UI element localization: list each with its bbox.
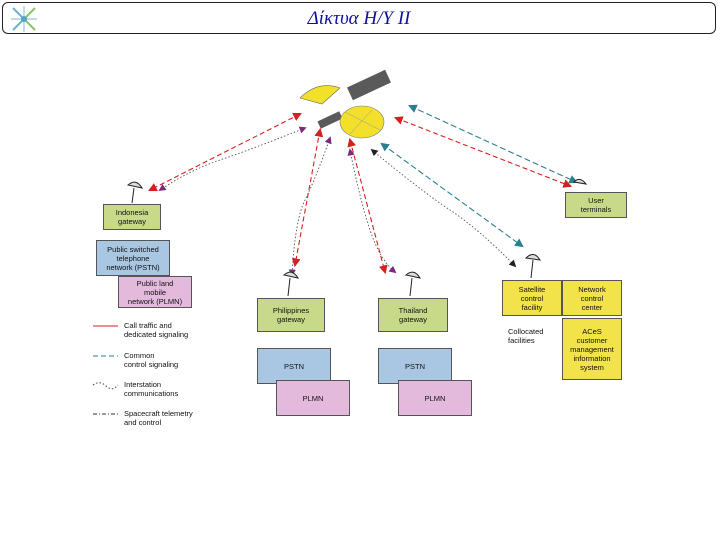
legend-telemetry: Spacecraft telemetry and control (124, 409, 193, 427)
indonesia-pstn: Public switched telephone network (PSTN) (96, 240, 170, 276)
legend-interstation: Interstation communications (124, 380, 179, 398)
thailand-gateway: Thailand gateway (378, 298, 448, 332)
philippines-plmn: PLMN (276, 380, 350, 416)
indonesia-gateway: Indonesia gateway (103, 204, 161, 230)
network-control-center: Network control center (562, 280, 622, 316)
page-title: Δίκτυα Η/Υ ΙΙ (307, 8, 411, 29)
legend-call-traffic: Call traffic and dedicated signaling (124, 321, 189, 339)
star-logo-icon (11, 6, 37, 32)
philippines-gateway: Philippines gateway (257, 298, 325, 332)
slide-header: Δίκτυα Η/Υ ΙΙ (2, 2, 716, 34)
thailand-plmn: PLMN (398, 380, 472, 416)
antenna-icon (126, 178, 588, 297)
legend-common-control: Common control signaling (124, 351, 179, 369)
common-control-links (380, 104, 579, 248)
indonesia-plmn: Public land mobile network (PLMN) (118, 276, 192, 308)
aces-customer-management-system: ACeS customer management information sys… (562, 318, 622, 380)
satellite-icon (299, 69, 391, 139)
collocated-facilities-label: Collocated facilities (508, 327, 544, 345)
philippines-pstn: PSTN (257, 348, 331, 384)
legend-lines (92, 325, 119, 415)
user-terminals: User terminals (565, 192, 627, 218)
satellite-control-facility: Satellite control facility (502, 280, 562, 316)
thailand-pstn: PSTN (378, 348, 452, 384)
interstation-links (158, 126, 517, 277)
